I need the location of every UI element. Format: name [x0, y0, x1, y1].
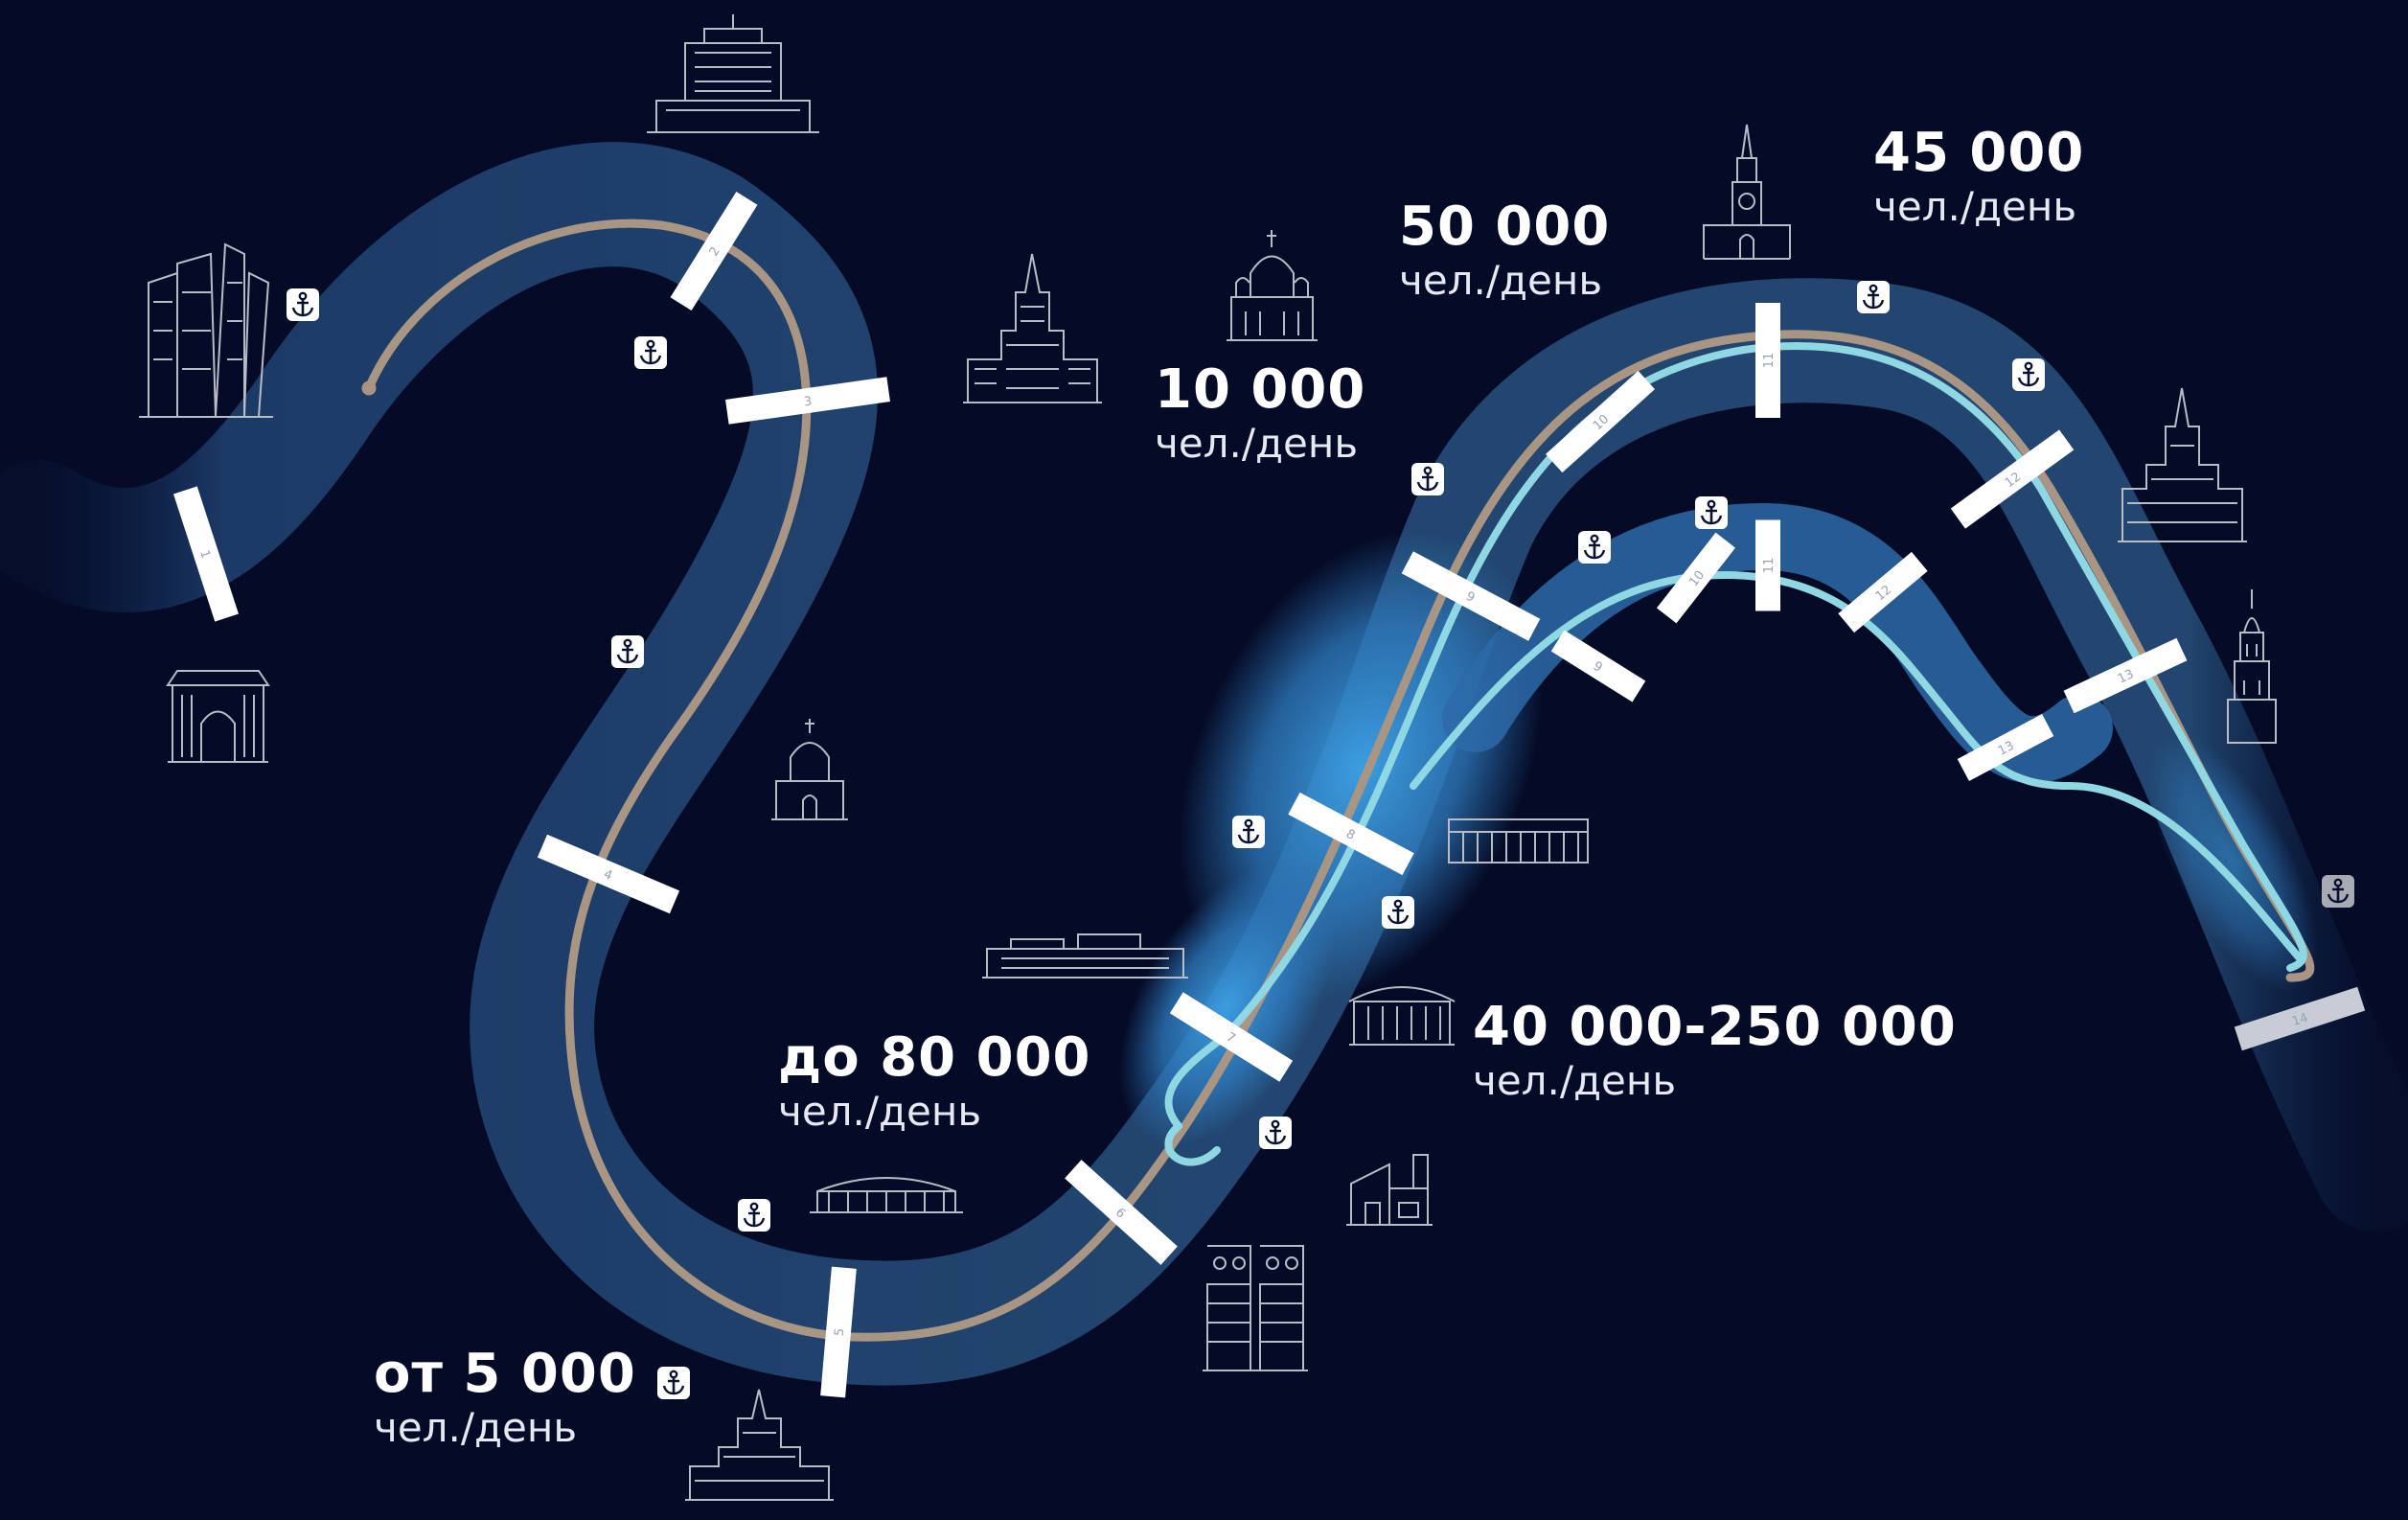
anchor-icon[interactable] [1410, 461, 1446, 497]
stat-luzhniki: до 80 000 чел./день [778, 1026, 1091, 1136]
anchor-icon[interactable] [1576, 529, 1613, 565]
anchor-icon[interactable] [285, 287, 321, 323]
alt-segment-marker: 13 [1957, 714, 2054, 781]
stat-unit: чел./день [374, 1404, 578, 1452]
segment-marker: 3 [725, 377, 890, 425]
stat-value: 40 000-250 000 [1473, 996, 1957, 1058]
alt-segment-marker: 10 [1656, 532, 1736, 624]
apartment-blocks-icon [1203, 1245, 1308, 1371]
segment-marker: 8 [1288, 792, 1414, 876]
segment-marker-label: 13 [1996, 739, 2017, 759]
anchor-icon[interactable] [1257, 1115, 1294, 1151]
stat-kremlin: 45 000 чел./день [1873, 122, 2085, 231]
anchor-icon[interactable] [1230, 814, 1267, 850]
segment-marker-label: 13 [2116, 667, 2136, 687]
segment-marker: 7 [1169, 992, 1294, 1082]
segment-marker-label: 5 [833, 1327, 848, 1337]
church-icon [771, 719, 848, 820]
anchor-icon[interactable] [2010, 357, 2047, 393]
segment-marker-label: 14 [2290, 1011, 2309, 1029]
moscow-city-towers-icon [139, 242, 273, 418]
segment-marker: 13 [2063, 637, 2188, 714]
alt-segment-marker: 9 [1550, 630, 1646, 702]
white-house-icon [647, 14, 819, 133]
exhibition-hall-icon [1448, 818, 1589, 864]
anchor-icon[interactable] [632, 334, 669, 371]
stat-unit: чел./день [778, 1088, 982, 1136]
stat-station-9: 10 000 чел./день [1155, 358, 1366, 468]
gorky-park-icon [982, 933, 1188, 979]
anchor-icon[interactable] [1693, 495, 1730, 531]
triumphal-arch-icon [166, 670, 270, 763]
segment-marker: 12 [1950, 429, 2075, 529]
stat-value: от 5 000 [374, 1343, 636, 1405]
bell-tower-icon [2227, 589, 2277, 744]
stat-value: до 80 000 [778, 1026, 1091, 1089]
segment-marker-label: 3 [803, 394, 813, 409]
kotelnicheskaya-highrise-icon [2118, 387, 2247, 542]
stat-station-5: от 5 000 чел./день [374, 1343, 636, 1452]
stat-unit: чел./день [1873, 183, 2077, 231]
stat-gorky-park: 40 000-250 000 чел./день [1473, 996, 1957, 1105]
main-route [364, 219, 2315, 1342]
stat-value: 50 000 [1399, 196, 1611, 258]
segment-marker: 11 [1755, 303, 1780, 418]
segment-marker-label: 11 [1762, 353, 1777, 369]
alt-segment-marker: 12 [1838, 551, 1928, 633]
kremlin-tower-icon [1703, 124, 1791, 260]
luzhniki-stadium-icon [810, 1177, 963, 1213]
anchor-icon[interactable] [1380, 894, 1416, 931]
segment-marker: 6 [1065, 1160, 1178, 1265]
segment-marker: 14 [2234, 986, 2366, 1051]
stat-unit: чел./день [1399, 257, 1603, 305]
anchor-icon[interactable] [736, 1197, 772, 1233]
msu-main-building-icon [685, 1389, 834, 1501]
segment-marker: 4 [537, 834, 680, 914]
ministry-highrise-icon [963, 253, 1102, 403]
factory-icon [1346, 1154, 1433, 1226]
alt-segment-marker: 11 [1755, 519, 1780, 611]
segment-marker: 10 [1545, 370, 1656, 473]
anchor-icon[interactable] [2320, 873, 2356, 910]
segment-marker: 2 [670, 191, 758, 311]
stat-value: 10 000 [1155, 358, 1366, 421]
alt-route-inner [1410, 570, 2304, 962]
stat-cathedral: 50 000 чел./день [1399, 196, 1610, 305]
segment-marker: 9 [1401, 551, 1541, 641]
anchor-icon[interactable] [655, 1365, 692, 1401]
segment-marker: 1 [173, 486, 239, 622]
christ-saviour-cathedral-icon [1227, 230, 1318, 341]
anchor-icon[interactable] [609, 633, 646, 670]
stat-value: 45 000 [1873, 122, 2085, 184]
segment-marker: 5 [820, 1266, 857, 1398]
anchor-icon[interactable] [1855, 279, 1892, 315]
segment-marker-label: 11 [1762, 558, 1777, 574]
alt-route-outer [1164, 341, 2307, 1130]
stat-unit: чел./день [1155, 420, 1359, 468]
theatre-icon [1348, 986, 1456, 1046]
stat-unit: чел./день [1473, 1057, 1677, 1105]
